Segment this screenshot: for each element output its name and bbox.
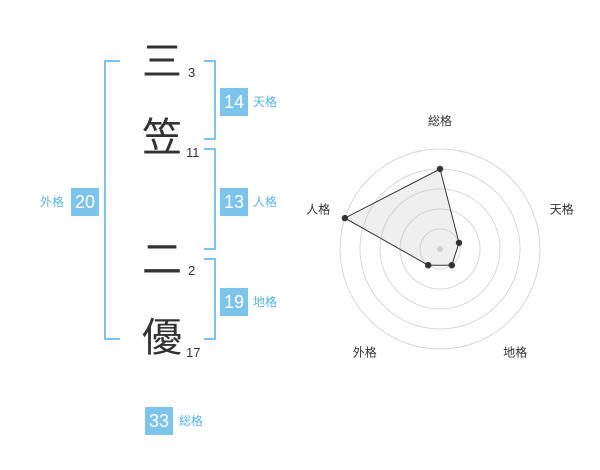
soukaku-badge: 33: [145, 407, 173, 435]
stroke-count-2: 11: [186, 145, 200, 160]
radar-axis-label-3: 地格: [503, 345, 527, 360]
kanji-3: 二: [142, 237, 182, 283]
stroke-count-3: 2: [188, 263, 196, 278]
chikaku-badge: 19: [220, 288, 248, 316]
radar-axis-label-4: 外格: [353, 345, 377, 360]
radar-ring-1: [419, 228, 461, 270]
tenkaku-label: 天格: [253, 95, 278, 109]
gaikaku-bracket: [104, 60, 120, 340]
radar-point-4: [425, 262, 432, 269]
jinkaku-bracket: [204, 148, 216, 250]
kanji-2: 笠: [142, 115, 182, 161]
radar-point-2: [455, 239, 463, 246]
radar-axis-label-5: 人格: [306, 201, 330, 216]
stroke-count-1: 3: [188, 65, 196, 80]
kanji-1: 三: [142, 39, 182, 85]
chikaku-label: 地格: [253, 295, 278, 309]
radar-axis-label-2: 天格: [550, 201, 574, 216]
stroke-count-4: 17: [186, 345, 201, 360]
radar-point-5: [341, 214, 349, 222]
radar-point-3: [448, 262, 455, 269]
chikaku-bracket: [204, 258, 216, 340]
radar-center-dot: [437, 246, 443, 252]
radar-ring-5: [339, 148, 541, 350]
radar-polygon: [343, 168, 460, 266]
gaikaku-badge: 20: [71, 188, 99, 216]
soukaku-label: 総格: [179, 414, 204, 428]
tenkaku-badge: 14: [220, 88, 248, 116]
jinkaku-label: 人格: [253, 195, 278, 209]
radar-ring-3: [379, 188, 501, 310]
tenkaku-bracket: [204, 60, 216, 140]
jinkaku-badge: 13: [220, 188, 248, 216]
radar-axis-label-1: 総格: [428, 113, 452, 128]
radar-point-1: [436, 165, 444, 173]
gaikaku-label: 外格: [40, 195, 65, 209]
kanji-4: 優: [142, 315, 182, 361]
